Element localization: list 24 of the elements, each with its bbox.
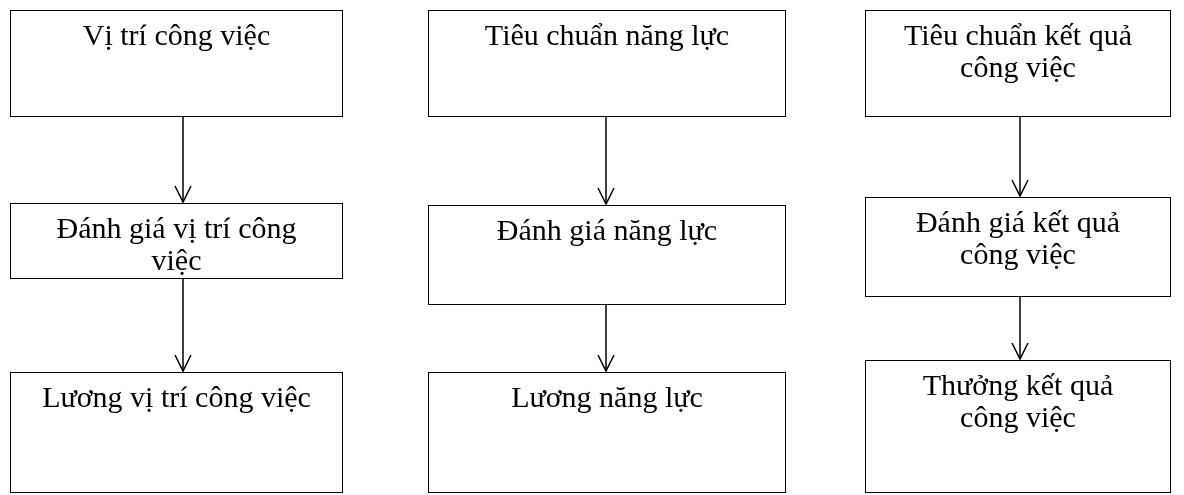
process-box <box>10 203 343 279</box>
process-box <box>428 372 786 493</box>
process-box <box>428 205 786 305</box>
process-box <box>865 197 1171 297</box>
arrow <box>597 116 615 205</box>
process-box <box>865 10 1171 117</box>
box-label: Vị trí công việc <box>82 19 271 51</box>
process-box <box>428 10 786 117</box>
box-label: Thưởng kết quả công việc <box>921 369 1115 433</box>
box-label: Đánh giá vị trí công việc <box>55 212 298 276</box>
arrow <box>174 278 192 372</box>
box-label: Tiêu chuẩn năng lực <box>484 19 730 51</box>
process-box <box>10 10 343 117</box>
arrow <box>597 304 615 372</box>
arrow <box>174 116 192 203</box>
process-box <box>865 360 1171 493</box>
box-label: Đánh giá năng lực <box>496 214 718 246</box>
process-box <box>10 372 343 493</box>
box-label: Lương vị trí công việc <box>42 381 311 413</box>
box-label: Đánh giá kết quả công việc <box>914 206 1122 270</box>
arrow <box>1011 296 1029 360</box>
arrow <box>1011 116 1029 197</box>
box-label: Lương năng lực <box>511 381 703 413</box>
box-label: Tiêu chuẩn kết quả công việc <box>903 19 1133 83</box>
